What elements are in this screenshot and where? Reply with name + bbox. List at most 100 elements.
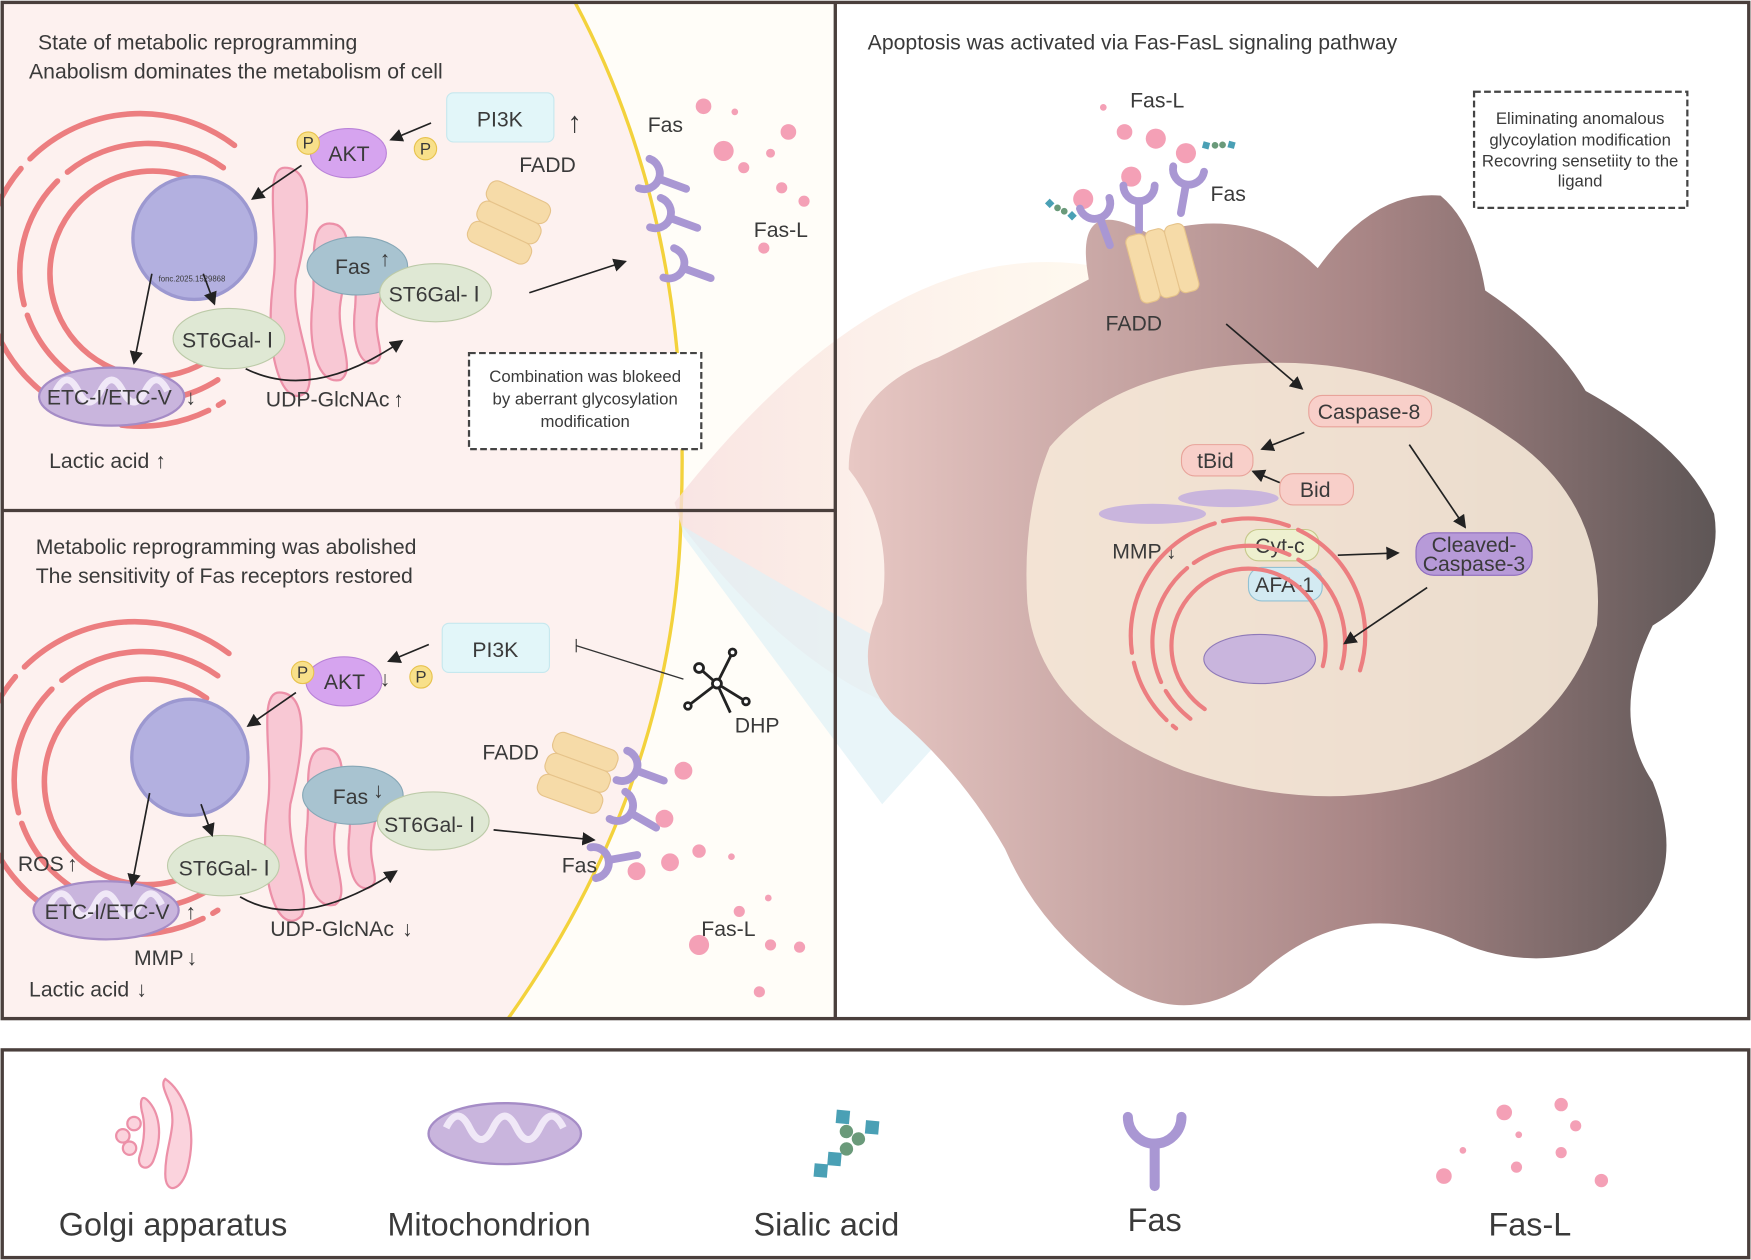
inhibition-line	[576, 644, 684, 680]
panel-title: Apoptosis was activated via Fas-FasL sig…	[868, 31, 1398, 54]
golgi-icon	[115, 1077, 193, 1189]
fadd-label: FADD	[1106, 313, 1163, 336]
panel-borders	[0, 0, 1751, 1021]
annotation-text: Eliminating anomalous	[1496, 109, 1665, 128]
mitochondrion-icon	[1178, 489, 1279, 508]
fas-inner-label: Fas	[333, 786, 368, 809]
up-arrow: ↑	[393, 389, 404, 412]
pi3k-node	[441, 622, 550, 673]
pi3k-label: PI3K	[477, 108, 523, 131]
lactic-acid-label: Lactic acid	[49, 450, 149, 473]
up-arrow: ↑	[185, 901, 196, 924]
down-arrow: ↓	[373, 780, 384, 803]
fadd-label: FADD	[519, 154, 576, 177]
fadd-label: FADD	[482, 742, 539, 765]
pathway-arrows	[127, 643, 596, 911]
down-arrow: ↓	[185, 386, 196, 409]
pi3k-label: PI3K	[472, 639, 518, 662]
etc-label: ETC-I/ETC-V	[45, 901, 171, 924]
cleaved-caspase-3-label: Caspase-3	[1423, 553, 1526, 576]
st6gal-label: ST6Gal- Ⅰ	[182, 329, 273, 352]
down-arrow: ↓	[136, 978, 147, 1001]
fas-l-label: Fas-L	[1130, 89, 1184, 112]
annotation-text: glycoylation modification	[1489, 130, 1671, 149]
tbid-node	[1180, 444, 1254, 477]
fas-l-label: Fas-L	[754, 219, 808, 242]
up-arrow: ↑	[567, 107, 582, 139]
legend-label: Fas-L	[1489, 1206, 1572, 1242]
fas-label: Fas	[562, 854, 597, 877]
panel-bottom-left: Metabolic reprogramming was abolished Th…	[0, 511, 836, 1020]
legend-item-fas-l: Fas-L	[1436, 1097, 1609, 1242]
st6gal-enzyme	[379, 263, 492, 323]
fas-protein	[306, 236, 409, 296]
legend-label: Golgi apparatus	[59, 1206, 288, 1242]
panel-subtitle: Anabolism dominates the metabolism of ce…	[29, 60, 443, 83]
fas-label: Fas	[648, 114, 683, 137]
fas-receptor-icon	[1122, 1111, 1187, 1192]
mmp-label: MMP	[1112, 541, 1161, 564]
sialic-acid-icon	[813, 1109, 880, 1178]
fas-label: Fas	[1211, 183, 1246, 206]
fadd-icon	[1125, 222, 1200, 304]
watermark: fonc.2025.1529868	[159, 275, 226, 284]
up-arrow: ↑	[155, 450, 166, 473]
nucleus-icon	[130, 697, 250, 818]
afa-1-label: AFA-1	[1255, 574, 1314, 597]
fas-l-particles	[695, 98, 810, 254]
pathway-arrows	[1225, 323, 1467, 645]
panel-top-left: State of metabolic reprogramming Anaboli…	[0, 1, 836, 510]
annotation-text: Recovring sensetiity to the	[1482, 152, 1678, 171]
ros-label: ROS	[18, 853, 64, 876]
up-arrow: ↑	[380, 248, 391, 271]
pathway-arrows	[129, 122, 627, 382]
akt-label: AKT	[328, 143, 369, 166]
phosphate-label: P	[303, 134, 314, 153]
nucleus-icon	[131, 174, 258, 302]
legend-label: Fas	[1128, 1202, 1182, 1238]
mitochondrion-icon	[429, 1103, 581, 1164]
down-arrow: ↓	[380, 668, 391, 691]
fas-l-particles	[1073, 104, 1196, 210]
down-arrow: ↓	[402, 918, 413, 941]
phosphate-label: P	[415, 667, 426, 686]
panel-right: Apoptosis was activated via Fas-FasL sig…	[674, 2, 1749, 1019]
bid-label: Bid	[1300, 479, 1331, 502]
lactic-acid-label: Lactic acid	[29, 978, 129, 1001]
cyt-c-label: Cyt-c	[1255, 535, 1305, 558]
fas-l-label: Fas-L	[701, 918, 755, 941]
udp-label: UDP-GlcNAc	[270, 918, 394, 941]
cleaved-caspase-3-node	[1415, 532, 1533, 576]
udp-label: UDP-GlcNAc	[266, 389, 390, 412]
st6gal-label: ST6Gal- Ⅰ	[389, 284, 480, 307]
caspase-8-node	[1308, 394, 1433, 428]
caspase-8-label: Caspase-8	[1318, 401, 1421, 424]
legend-item-fas: Fas	[1122, 1111, 1187, 1238]
cleaved-caspase-3-label: Cleaved-	[1432, 534, 1517, 557]
tbid-label: tBid	[1197, 450, 1234, 473]
fas-protein	[302, 765, 404, 825]
annotation-text: Combination was blokeed	[489, 367, 681, 386]
fas-l-particles	[627, 761, 806, 998]
akt-label: AKT	[324, 671, 365, 694]
dhp-molecule-icon	[683, 647, 751, 714]
down-arrow: ↓	[1166, 541, 1177, 564]
st6gal-label: ST6Gal- Ⅰ	[384, 814, 475, 837]
mitochondrion-icon	[1098, 503, 1207, 524]
fas-inner-label: Fas	[335, 256, 370, 279]
bid-node	[1279, 473, 1355, 506]
up-arrow: ↑	[67, 853, 78, 876]
annotation-text: by aberrant glycosylation	[493, 389, 678, 408]
annotation-box	[467, 351, 703, 451]
legend: Golgi apparatus Mitochondrion Sialic aci…	[0, 1048, 1751, 1260]
mmp-label: MMP	[134, 947, 183, 970]
legend-item-golgi: Golgi apparatus	[59, 1077, 288, 1242]
st6gal-enzyme	[172, 307, 286, 370]
panel-title: State of metabolic reprogramming	[38, 31, 357, 54]
annotation-text: ligand	[1558, 172, 1603, 191]
phosphate-label: P	[297, 663, 308, 682]
annotation-box	[1472, 90, 1689, 210]
st6gal-enzyme	[166, 834, 280, 897]
legend-label: Mitochondrion	[387, 1206, 590, 1242]
